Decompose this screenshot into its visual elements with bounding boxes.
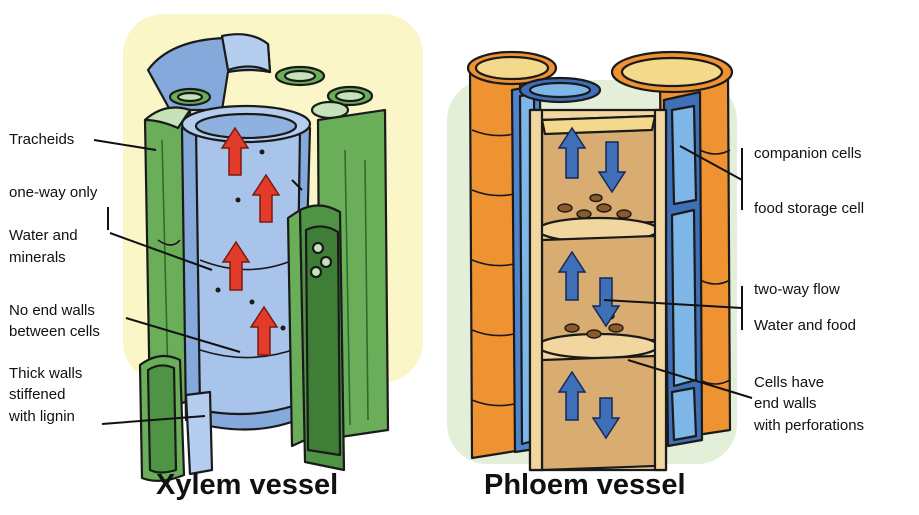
label-one-way: one-way only <box>9 184 98 201</box>
red-up-arrow-icon <box>251 173 281 223</box>
blue-down-arrow-icon <box>591 277 621 328</box>
blue-up-arrow-icon <box>557 126 587 179</box>
label-thick-walls-line2: stiffened <box>9 386 65 403</box>
label-two-way-flow: two-way flow <box>754 281 840 298</box>
label-end-walls-line2: end walls <box>754 395 817 412</box>
vessel-titles: Xylem vessel Phloem vessel <box>156 469 686 501</box>
label-water-minerals-line2: minerals <box>9 249 66 266</box>
label-thick-walls-line1: Thick walls <box>9 365 82 382</box>
label-food-storage-cell: food storage cell <box>754 200 864 217</box>
blue-down-arrow-icon <box>591 397 621 440</box>
title-phloem: Phloem vessel <box>484 469 686 501</box>
label-no-end-walls-line2: between cells <box>9 323 100 340</box>
xylem-vessel-illustration <box>138 33 390 482</box>
label-water-minerals-line1: Water and <box>9 227 78 244</box>
xylem-upward-arrows <box>220 126 281 356</box>
label-tracheids: Tracheids <box>9 131 74 148</box>
blue-up-arrow-icon <box>557 370 587 421</box>
label-end-walls-line3: with perforations <box>753 417 864 434</box>
red-up-arrow-icon <box>249 305 279 356</box>
blue-down-arrow-icon <box>597 141 627 194</box>
blue-up-arrow-icon <box>557 250 587 301</box>
label-water-food: Water and food <box>754 317 856 334</box>
phloem-labels: companion cells food storage cell two-wa… <box>753 145 864 434</box>
red-up-arrow-icon <box>220 126 250 176</box>
phloem-two-way-arrows <box>557 126 627 440</box>
xylem-labels: Tracheids one-way only Water and mineral… <box>8 131 100 425</box>
red-up-arrow-icon <box>221 240 251 291</box>
label-no-end-walls-line1: No end walls <box>9 302 95 319</box>
phloem-vessel-illustration <box>466 50 734 472</box>
title-xylem: Xylem vessel <box>156 469 338 501</box>
label-companion-cells: companion cells <box>754 145 862 162</box>
label-end-walls-line1: Cells have <box>754 374 824 391</box>
label-thick-walls-line3: with lignin <box>8 408 75 425</box>
leader-lines <box>93 139 753 425</box>
